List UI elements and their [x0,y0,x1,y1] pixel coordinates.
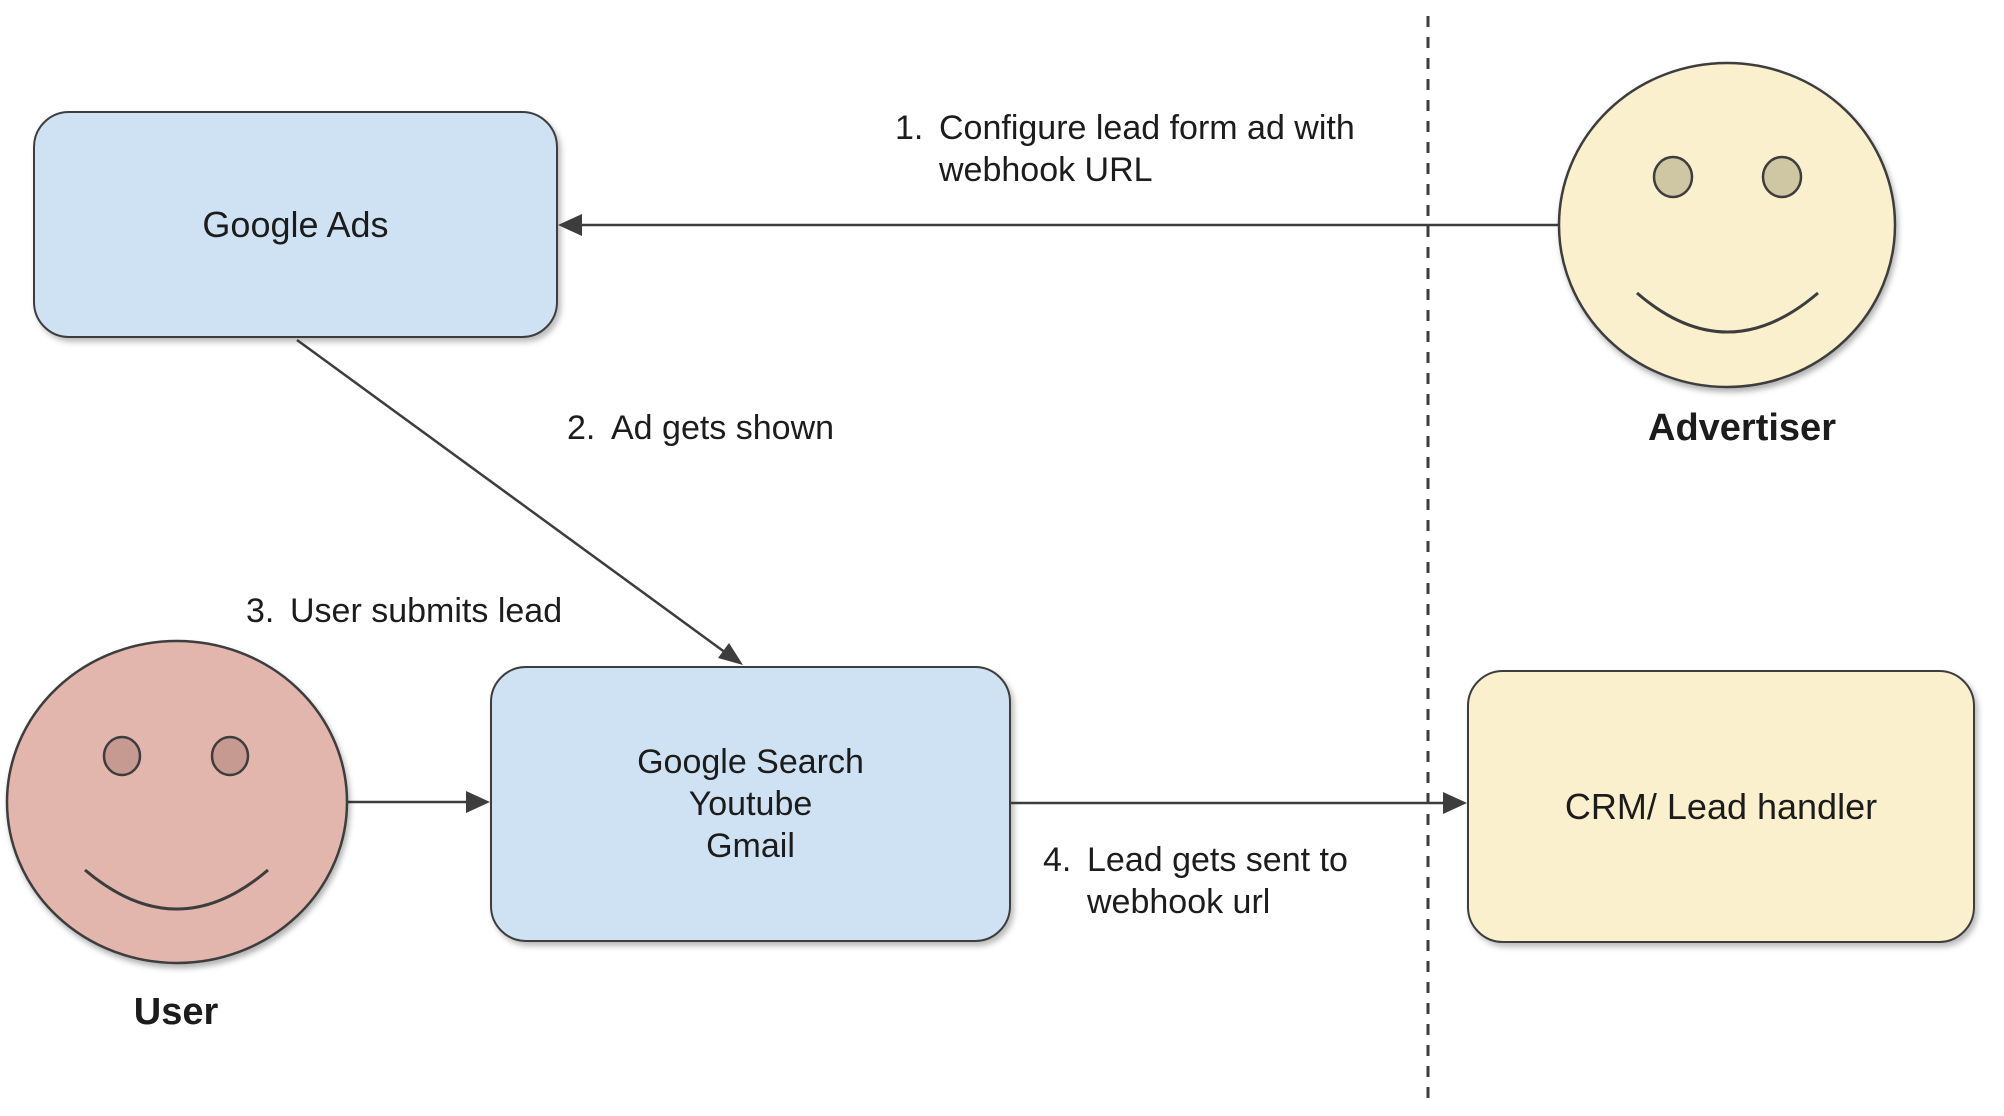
step-3-number: 3. [246,592,275,630]
advertiser-left-eye [1652,155,1694,199]
step-2-line-1: Ad gets shown [611,409,835,447]
advertiser-face-icon [1557,61,1897,389]
advertiser-label: Advertiser [1648,407,1836,449]
arrow-ad-gets-shown [296,338,743,665]
step-2-number: 2. [567,409,596,447]
crm-node-label: CRM/ Lead handler [1564,785,1878,827]
step-1-number: 1. [895,109,924,147]
google-surfaces-node: Google Search Youtube Gmail [490,666,1011,942]
crm-node: CRM/ Lead handler [1467,670,1975,943]
step-3-label: 3. User submits lead [246,590,562,632]
advertiser-smile [1636,291,1819,334]
step-1-line-2: webhook URL [939,151,1153,189]
surfaces-node-line-3: Gmail [706,827,795,865]
user-face-icon [5,639,349,965]
step-4-line-2: webhook url [1087,883,1271,921]
step-3-line-1: User submits lead [290,592,563,630]
step-4-label: 4. Lead gets sent to webhook url [1043,839,1348,923]
step-4-number: 4. [1043,841,1072,879]
arrow-lead-sent-webhook [1011,792,1467,814]
user-right-eye [210,735,250,777]
user-label: User [133,991,219,1033]
arrow-configure-lead-form [558,214,1559,236]
surfaces-node-line-1: Google Search [637,743,864,781]
advertiser-right-eye [1761,155,1803,199]
step-2-label: 2. Ad gets shown [567,407,834,449]
step-4-line-1: Lead gets sent to [1087,841,1348,879]
step-1-line-1: Configure lead form ad with [939,109,1355,147]
user-left-eye [102,735,142,777]
google-ads-node-label: Google Ads [202,203,389,245]
arrow-user-submits-lead [347,791,490,813]
step-1-label: 1. Configure lead form ad with webhook U… [895,107,1355,191]
google-ads-node: Google Ads [33,111,558,338]
surfaces-node-line-2: Youtube [688,785,813,823]
user-smile [84,868,269,911]
